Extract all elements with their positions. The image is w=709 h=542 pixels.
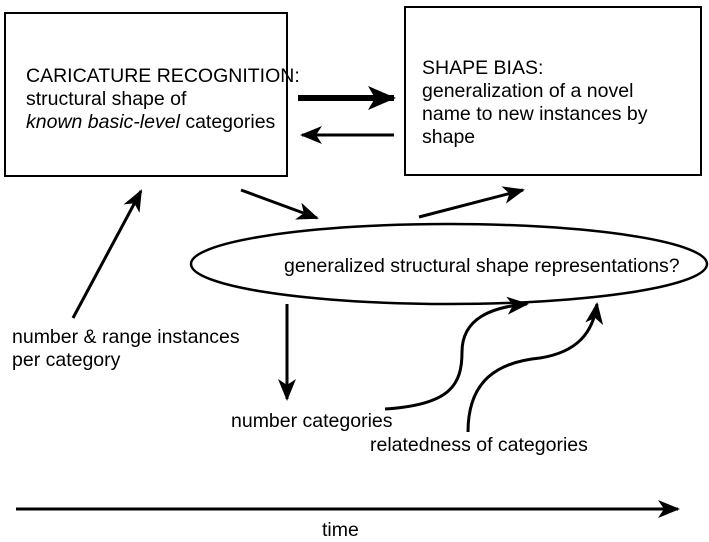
relatedness-label: relatedness of categories [370,434,588,456]
caricature-recognition-box: CARICATURE RECOGNITION: structural shape… [4,12,300,177]
arrow-caricature-to-ellipse [240,188,319,220]
shape-bias-line3: name to new instances by [422,103,648,125]
shape-bias-line2: generalization of a novel [422,80,634,102]
caricature-line3-rest: categories [179,111,276,133]
time-label: time [322,519,359,541]
caricature-line3-italic: known basic-level [26,111,180,133]
ellipse-label: generalized structural shape representat… [284,255,680,277]
number-categories-label: number categories [231,410,393,432]
curved-arrow-number-categories-to-ellipse [384,296,529,411]
generalized-representations-ellipse [189,222,709,306]
number-range-line2: per category [12,349,121,371]
shape-bias-line4: shape [422,126,476,148]
caricature-recognition-text: CARICATURE RECOGNITION: structural shape… [26,65,300,134]
number-range-label: number & range instances per category [12,326,240,372]
arrow-ellipse-to-shape-bias [418,186,525,219]
curved-arrow-relatedness-to-ellipse [466,302,604,433]
shape-bias-box: SHAPE BIAS: generalization of a novel na… [404,6,702,176]
number-range-line1: number & range instances [12,326,240,348]
caricature-title: CARICATURE RECOGNITION: [26,65,300,87]
caricature-line3: known basic-level categories [26,111,300,134]
arrow-number-range-to-caricature [71,189,143,319]
caricature-line2: structural shape of [26,88,187,110]
shape-bias-title: SHAPE BIAS: [422,57,544,79]
shape-bias-text: SHAPE BIAS: generalization of a novel na… [422,57,647,149]
